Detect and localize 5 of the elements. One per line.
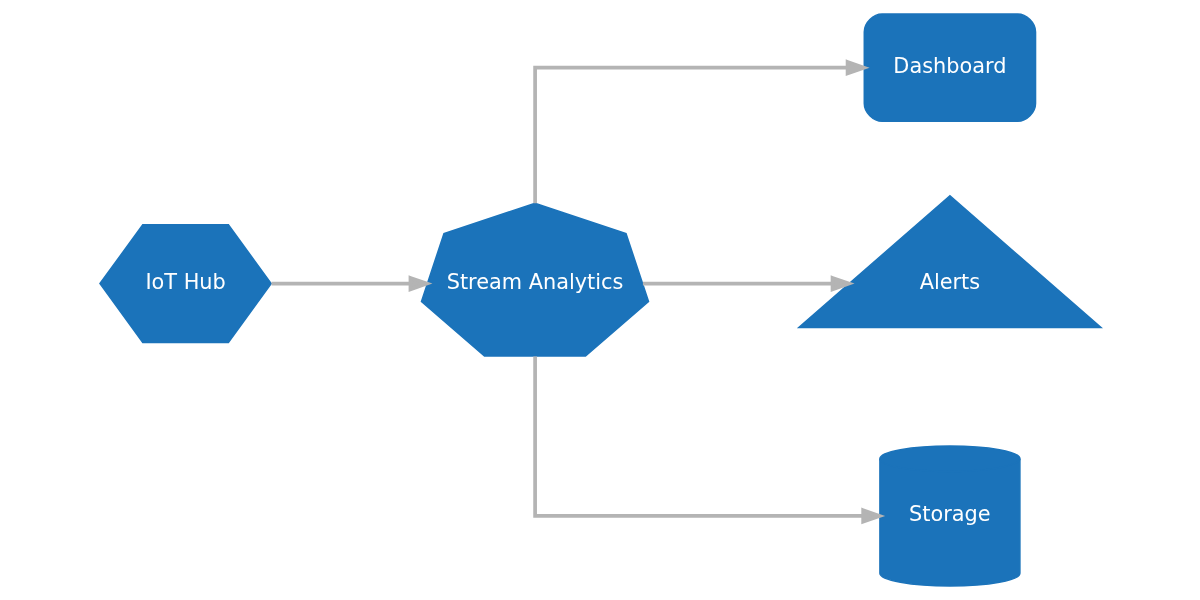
arrow	[271, 275, 432, 292]
node-box: Dashboard	[863, 13, 1036, 123]
arrow	[642, 275, 855, 292]
arrow	[532, 59, 870, 204]
arrow	[532, 356, 885, 525]
